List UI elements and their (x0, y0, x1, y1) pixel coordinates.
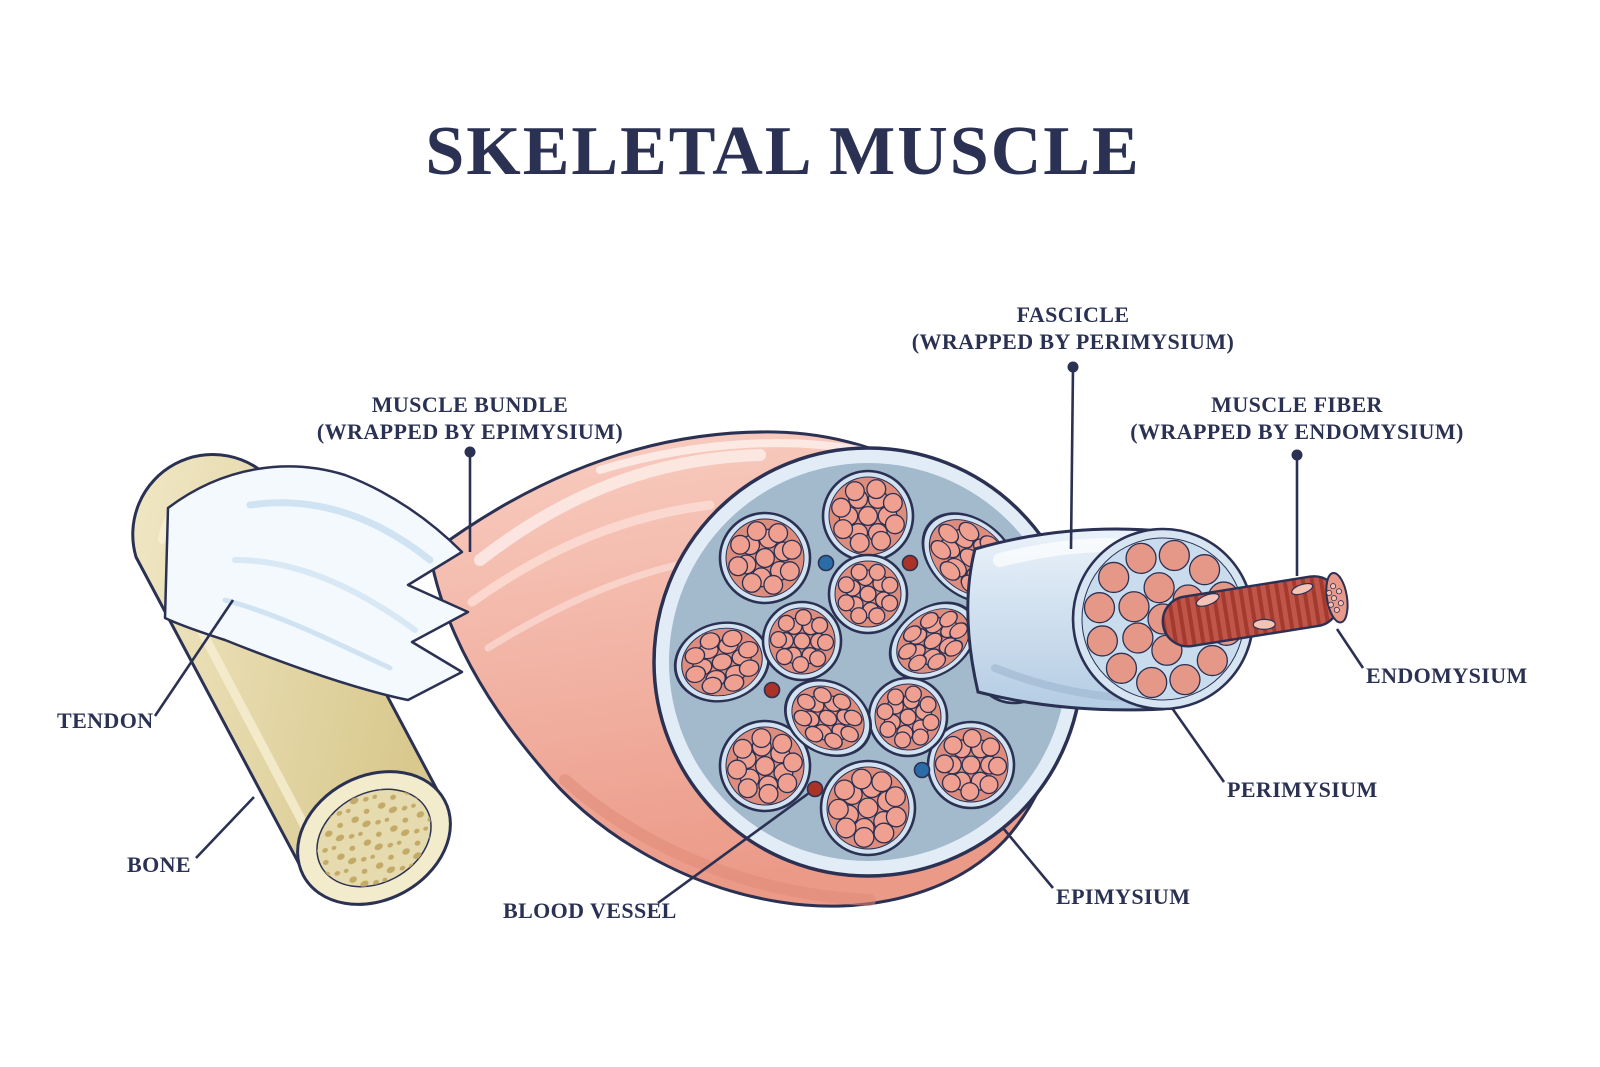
blood-vessel-red (806, 780, 824, 798)
label-fascicle-line2: (WRAPPED BY PERIMYSIUM) (911, 328, 1235, 354)
blood-vessel-red (901, 554, 919, 572)
fascicle-cross-section (673, 621, 771, 703)
label-muscle-fiber-line2: (WRAPPED BY ENDOMYSIUM) (1130, 418, 1464, 444)
label-perimysium: PERIMYSIUM (1227, 777, 1378, 802)
nucleus (1252, 618, 1276, 631)
blood-vessel-blue (817, 554, 835, 572)
fascicle-cross-section (761, 600, 843, 682)
fascicle-cross-section (926, 720, 1016, 810)
fascicle-cross-section (867, 676, 949, 758)
fascicle-leader (1069, 366, 1075, 550)
label-muscle-bundle-line2: (WRAPPED BY EPIMYSIUM) (316, 418, 624, 444)
fascicle-cross-section (827, 553, 909, 635)
endomysium-leader (1335, 628, 1365, 669)
fiber-end-cross-section (1325, 571, 1349, 624)
tendon-graphic (163, 465, 470, 702)
label-muscle-bundle: MUSCLE BUNDLE (WRAPPED BY EPIMYSIUM) (317, 392, 623, 446)
fascicle-cross-section (718, 511, 812, 605)
epimysium-leader (1002, 827, 1054, 889)
label-endomysium: ENDOMYSIUM (1366, 663, 1528, 688)
label-bone: BONE (127, 852, 191, 877)
fascicle-cross-section (821, 469, 915, 563)
bone-cross-section (296, 770, 452, 906)
label-muscle-fiber: MUSCLE FIBER (WRAPPED BY ENDOMYSIUM) (1130, 392, 1463, 446)
blood-vessel-red (763, 681, 781, 699)
perimysium-leader (1170, 707, 1226, 783)
label-epimysium: EPIMYSIUM (1056, 884, 1191, 909)
label-fascicle-line1: FASCICLE (1016, 302, 1130, 327)
blood-vessel-layer (763, 554, 931, 798)
leader-lines (153, 361, 1365, 905)
fascicle-cross-section (783, 678, 873, 758)
muscle-fiber-graphic (1161, 571, 1349, 648)
blood-vessel-leader (657, 791, 810, 905)
nucleus (1195, 593, 1220, 607)
page-title: SKELETAL MUSCLE (425, 113, 1141, 190)
nucleus (1291, 582, 1314, 596)
label-tendon: TENDON (57, 708, 154, 733)
bone-leader (195, 796, 255, 859)
fascicle-cross-section (718, 719, 812, 813)
label-muscle-fiber-line1: MUSCLE FIBER (1211, 392, 1383, 417)
blood-vessel-blue (913, 761, 931, 779)
label-fascicle: FASCICLE (WRAPPED BY PERIMYSIUM) (912, 302, 1234, 356)
label-blood-vessel: BLOOD VESSEL (503, 898, 677, 923)
tendon-leader (153, 599, 235, 717)
label-muscle-bundle-line1: MUSCLE BUNDLE (371, 392, 569, 417)
fascicle-cross-section (819, 759, 917, 857)
fascicle-cross-section (888, 601, 978, 681)
